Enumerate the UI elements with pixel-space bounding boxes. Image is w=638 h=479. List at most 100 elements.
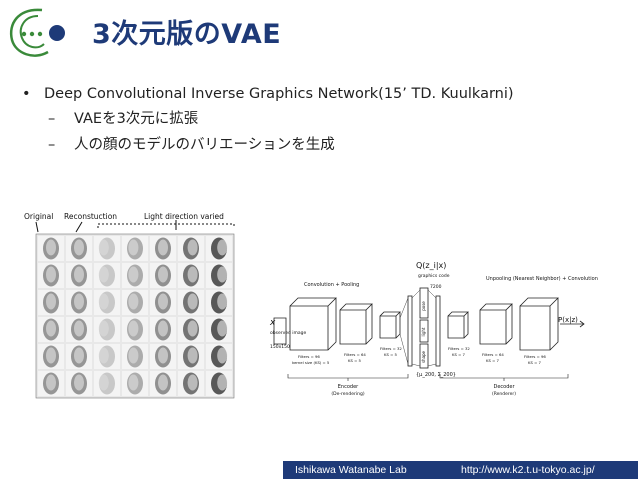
face-thumbnail [150,263,176,288]
px-label: P(x|z) [558,316,578,324]
face-thumbnail [206,317,232,342]
ks-label: KS = 5 [348,358,361,363]
face-thumbnail [66,371,92,396]
encoder-sub-label: (De-rendering) [331,391,364,397]
face-thumbnail [178,290,204,315]
decoder-brace [439,374,569,381]
sub-bullet-text: 人の顔のモデルのバリエーションを生成 [74,137,335,153]
face-thumbnail [150,317,176,342]
output-arrow [560,320,585,328]
dec-volume-3 [519,297,559,351]
sub-bullet-dash: – [48,137,56,153]
filter-label: Filters = 64 [482,352,504,357]
q-label: Q(z_i|x) [416,261,446,270]
x-label: x [269,318,276,328]
sub-bullet-text: VAEを3次元に拡張 [74,111,199,127]
face-thumbnail [38,290,64,315]
label-reconstruction: Reconstuction [64,212,117,221]
face-thumbnail [122,236,148,261]
face-thumbnail [122,263,148,288]
ks-label: KS = 7 [452,352,465,357]
bullet-item: • Deep Convolutional Inverse Graphics Ne… [22,84,632,104]
face-thumbnail [38,344,64,369]
arrow-original [35,221,39,233]
bullet-list: • Deep Convolutional Inverse Graphics Ne… [22,84,632,156]
face-thumbnail [94,344,120,369]
face-thumbnail [206,236,232,261]
graphics-code-label: graphics code [418,273,450,279]
face-thumbnail [122,317,148,342]
label-original: Original [24,212,53,221]
face-thumbnail [38,317,64,342]
ks-label: KS = 7 [528,360,541,365]
face-thumbnail [150,344,176,369]
face-thumbnail [178,344,204,369]
face-thumbnail [178,317,204,342]
decoder-sub-label: (Renderer) [492,391,516,397]
dec-volume-2 [479,303,513,345]
size-label: 150x150 [270,344,290,350]
observed-image-label: observed image [270,330,307,336]
ks-label: KS = 5 [384,352,397,357]
face-thumbnail [206,263,232,288]
face-thumbnail [206,371,232,396]
code-box-shape [419,343,429,369]
arrow-reconstruction [75,221,83,233]
face-thumbnail [66,317,92,342]
decoder-volumes [447,297,585,351]
code-text-pose: pose [421,301,426,311]
filter-label: Filters = 32 [448,346,470,351]
face-thumbnail [206,290,232,315]
bullet-dot: • [22,86,31,102]
num-7200: 7200 [430,284,442,290]
face-thumbnail [150,371,176,396]
filter-label: Filters = 96 [298,354,320,359]
face-thumbnail [150,290,176,315]
face-thumbnail [150,236,176,261]
filter-labels: Filters = 96 kernel size (KS) = 5 Filter… [292,346,546,365]
face-thumbnail [122,371,148,396]
face-thumbnail [122,344,148,369]
code-box-pose [419,287,429,319]
fc-layer-enc [407,295,413,367]
face-thumbnail [66,290,92,315]
slide-title: 3次元版のVAE [92,19,282,50]
code-box-light [419,319,429,343]
filter-label: Filters = 32 [380,346,402,351]
light-bracket [97,223,235,228]
enc-volume-2 [339,303,373,345]
enc-volume-1 [289,297,337,351]
face-thumbnail [206,344,232,369]
encoder-brace [287,374,409,381]
face-thumbnail [122,290,148,315]
face-thumbnail [66,263,92,288]
encoder-label: Encoder [338,384,359,390]
face-thumbnail [38,236,64,261]
dec-volume-1 [447,311,469,339]
face-grid-figure: Original Reconstuction Light direction v… [24,212,235,399]
sub-bullet-item: – 人の顔のモデルのバリエーションを生成 [22,134,632,156]
code-text-shape: shape [421,350,426,363]
face-grid-frame [35,233,235,399]
face-thumbnail [94,371,120,396]
network-diagram: Q(z_i|x) graphics code Convolution + Poo… [269,261,598,397]
filter-label: Filters = 96 [524,354,546,359]
mu-sigma-label: {μ_200, Σ_200} [416,372,456,378]
code-boxes: pose light shape 7200 {μ_200, Σ_200} [407,284,456,378]
sub-bullet-item: – VAEを3次元に拡張 [22,108,632,130]
face-thumbnail [94,263,120,288]
unpool-label: Unpooling (Nearest Neighbor) + Convoluti… [486,276,598,282]
bullet-text: Deep Convolutional Inverse Graphics Netw… [44,86,514,102]
fc-connections [399,289,437,367]
label-light-direction: Light direction varied [144,212,224,221]
footer-url: http://www.k2.t.u-tokyo.ac.jp/ [461,464,595,476]
filter-label: Filters = 64 [344,352,366,357]
face-thumbnail [66,344,92,369]
sub-bullet-dash: – [48,111,56,127]
face-thumbnail [94,317,120,342]
face-thumbnail [94,290,120,315]
face-thumbnail [38,263,64,288]
face-thumbnail [94,236,120,261]
input-image [273,317,287,345]
